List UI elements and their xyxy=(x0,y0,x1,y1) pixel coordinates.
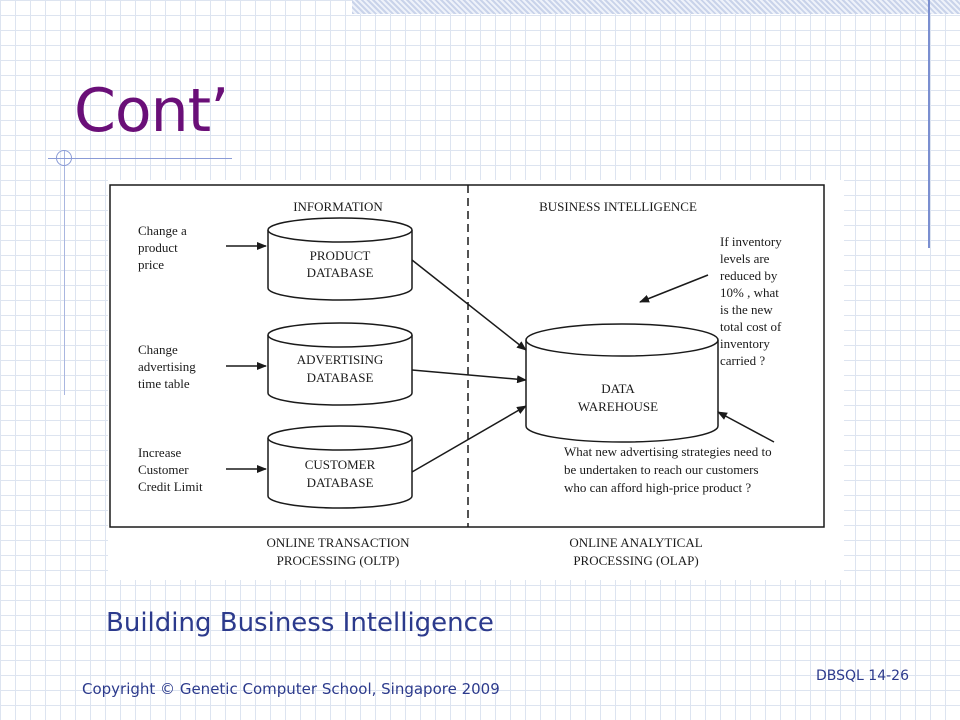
question-advertising: What new advertising strategies need to … xyxy=(564,444,772,495)
customer-database: CUSTOMER DATABASE xyxy=(267,425,413,509)
slide-number: DBSQL 14-26 xyxy=(816,668,909,684)
svg-text:Customer: Customer xyxy=(138,462,189,477)
svg-text:ONLINE ANALYTICAL: ONLINE ANALYTICAL xyxy=(569,535,702,550)
svg-text:PROCESSING (OLTP): PROCESSING (OLTP) xyxy=(277,553,400,568)
title-underline xyxy=(48,158,232,159)
svg-text:carried ?: carried ? xyxy=(720,353,765,368)
business-intelligence-header: BUSINESS INTELLIGENCE xyxy=(539,199,697,214)
question-advertising-arrow xyxy=(717,411,775,443)
olap-label: ONLINE ANALYTICAL PROCESSING (OLAP) xyxy=(569,535,702,568)
svg-text:CUSTOMER: CUSTOMER xyxy=(305,457,376,472)
svg-text:Increase: Increase xyxy=(138,445,182,460)
svg-text:PRODUCT: PRODUCT xyxy=(310,248,371,263)
svg-text:DATABASE: DATABASE xyxy=(307,475,374,490)
svg-text:10% , what: 10% , what xyxy=(720,285,779,300)
data-warehouse: DATA WAREHOUSE xyxy=(525,323,719,443)
svg-text:PROCESSING (OLAP): PROCESSING (OLAP) xyxy=(573,553,698,568)
svg-text:is the new: is the new xyxy=(720,302,773,317)
svg-text:DATA: DATA xyxy=(601,381,635,396)
svg-text:WAREHOUSE: WAREHOUSE xyxy=(578,399,658,414)
advertising-to-warehouse-arrow xyxy=(411,369,527,384)
svg-text:DATABASE: DATABASE xyxy=(307,265,374,280)
product-to-warehouse-arrow xyxy=(411,259,527,351)
title-circle-ornament xyxy=(56,150,72,166)
svg-text:inventory: inventory xyxy=(720,336,770,351)
svg-text:DATABASE: DATABASE xyxy=(307,370,374,385)
svg-text:price: price xyxy=(138,257,164,272)
svg-text:who can afford high-price prod: who can afford high-price product ? xyxy=(564,480,751,495)
right-decorative-line xyxy=(928,0,930,248)
svg-text:total cost of: total cost of xyxy=(720,319,782,334)
advertising-database: ADVERTISING DATABASE xyxy=(267,322,413,406)
svg-text:time table: time table xyxy=(138,376,190,391)
input-label-credit-limit: Increase Customer Credit Limit xyxy=(138,445,203,494)
input-label-advertising: Change advertising time table xyxy=(138,342,196,391)
svg-text:ADVERTISING: ADVERTISING xyxy=(297,352,384,367)
svg-text:advertising: advertising xyxy=(138,359,196,374)
svg-text:What new advertising strategie: What new advertising strategies need to xyxy=(564,444,772,459)
svg-text:levels are: levels are xyxy=(720,251,770,266)
customer-to-warehouse-arrow xyxy=(411,405,527,473)
slide-caption: Building Business Intelligence xyxy=(106,608,494,638)
oltp-label: ONLINE TRANSACTION PROCESSING (OLTP) xyxy=(266,535,410,568)
svg-text:ONLINE TRANSACTION: ONLINE TRANSACTION xyxy=(266,535,410,550)
product-database: PRODUCT DATABASE xyxy=(267,217,413,301)
svg-text:product: product xyxy=(138,240,178,255)
svg-text:Credit Limit: Credit Limit xyxy=(138,479,203,494)
left-decorative-line xyxy=(64,150,65,395)
svg-text:reduced by: reduced by xyxy=(720,268,778,283)
input-label-product-price: Change a product price xyxy=(138,223,187,272)
svg-text:Change a: Change a xyxy=(138,223,187,238)
svg-text:be undertaken to reach our cus: be undertaken to reach our customers xyxy=(564,462,759,477)
bi-diagram: INFORMATION BUSINESS INTELLIGENCE Change… xyxy=(108,180,844,580)
svg-text:If inventory: If inventory xyxy=(720,234,782,249)
question-inventory: If inventory levels are reduced by 10% ,… xyxy=(720,234,782,368)
information-header: INFORMATION xyxy=(293,199,383,214)
question-inventory-arrow xyxy=(639,274,709,303)
slide-title: Cont’ xyxy=(74,76,229,146)
svg-text:Change: Change xyxy=(138,342,178,357)
top-decorative-band xyxy=(352,0,960,14)
copyright-text: Copyright © Genetic Computer School, Sin… xyxy=(82,680,500,698)
